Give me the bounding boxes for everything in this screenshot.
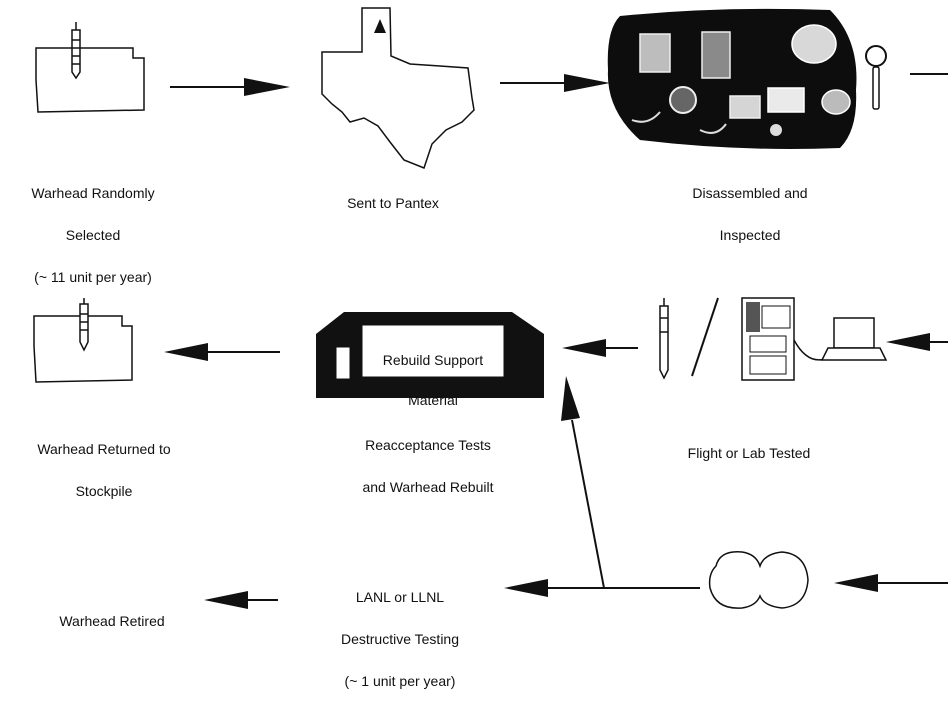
label-line: Material xyxy=(408,392,458,408)
map-square-icon xyxy=(35,47,145,113)
returned-map-square-icon xyxy=(33,315,133,383)
arrow-pantex-to-disassembled xyxy=(500,74,610,92)
arrow-to-tested xyxy=(886,333,948,351)
step-label-tested: Flight or Lab Tested xyxy=(666,422,832,485)
magnifier-icon xyxy=(865,45,887,110)
disassembled-parts-photo-icon xyxy=(607,8,857,149)
missile-icon xyxy=(71,22,81,80)
step-label-pantex: Sent to Pantex xyxy=(318,172,468,235)
label-line: Sent to Pantex xyxy=(347,195,439,211)
arrow-to-returned xyxy=(164,343,280,361)
step-label-returned: Warhead Returned to Stockpile xyxy=(6,418,202,523)
blob-icon xyxy=(708,551,809,609)
building-icon xyxy=(316,312,544,398)
label-line: Inspected xyxy=(719,227,781,243)
step-label-disassembled: Disassembled and Inspected xyxy=(660,162,840,267)
label-line: Rebuild Support xyxy=(382,352,484,368)
diagram: Warhead Randomly Selected (~ 11 unit per… xyxy=(4,7,948,689)
missile-icon xyxy=(79,298,89,352)
label-line: Selected xyxy=(65,227,121,243)
arrow-to-blob xyxy=(834,574,948,592)
label-line: Reacceptance Tests xyxy=(365,437,491,453)
step-label-destructive: LANL or LLNL Destructive Testing (~ 1 un… xyxy=(300,566,500,713)
label-line: Flight or Lab Tested xyxy=(687,445,811,461)
arrow-to-retired xyxy=(204,591,278,609)
step-label-reacceptance: Reacceptance Tests and Warhead Rebuilt xyxy=(330,414,526,519)
label-line: and Warhead Rebuilt xyxy=(362,479,494,495)
label-line: (~ 1 unit per year) xyxy=(344,673,456,689)
pantex-marker-icon xyxy=(374,19,386,33)
arrow-to-reacceptance xyxy=(562,339,638,357)
label-line: LANL or LLNL xyxy=(355,589,445,605)
arrow-selected-to-pantex xyxy=(170,78,290,96)
or-slash xyxy=(691,297,719,377)
diagram-graphics xyxy=(33,7,948,609)
label-line: Stockpile xyxy=(75,483,133,499)
label-line: Warhead Randomly xyxy=(31,185,155,201)
arrow-up-to-reacceptance xyxy=(561,376,605,589)
arrow-blob-to-destructive xyxy=(504,579,700,597)
lab-cabinet-icon xyxy=(741,297,795,381)
label-line: Warhead Retired xyxy=(59,613,165,629)
computer-icon xyxy=(793,317,888,361)
label-line: Disassembled and xyxy=(692,185,808,201)
step-label-selected: Warhead Randomly Selected (~ 11 unit per… xyxy=(4,162,182,309)
step-label-retired: Warhead Retired xyxy=(22,590,202,653)
building-sign: Rebuild Support Material xyxy=(362,330,504,430)
texas-map-icon xyxy=(321,7,475,169)
label-line: Destructive Testing xyxy=(340,631,459,647)
label-line: (~ 11 unit per year) xyxy=(34,269,152,285)
label-line: Warhead Returned to xyxy=(37,441,171,457)
missile-icon xyxy=(659,298,669,380)
